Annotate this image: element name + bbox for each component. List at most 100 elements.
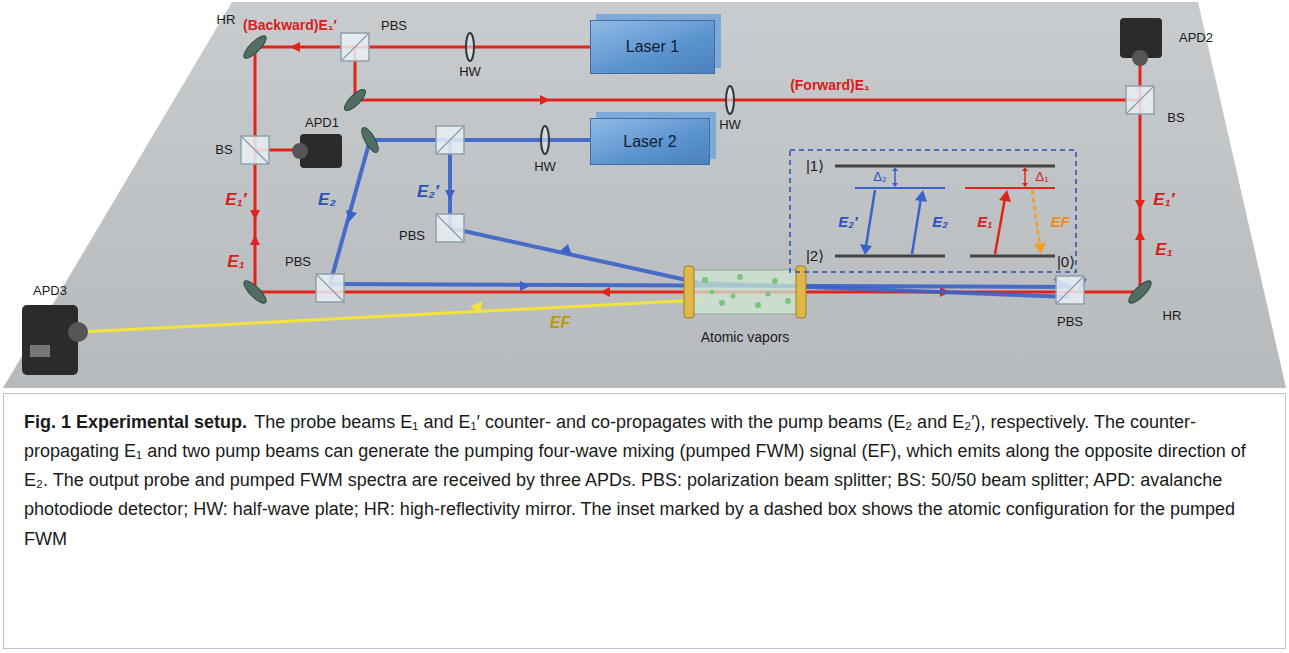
photodetector-part [1132,50,1148,66]
beam-arrowheads-part [346,210,357,222]
optical-table [3,2,1286,388]
transition-label: E₂′ [838,214,857,231]
component-label: BS [1167,111,1184,125]
energy-level-label: |2⟩ [806,248,824,265]
energy-level-inset-part-part [970,255,1055,258]
transition-label: EF [1050,214,1069,231]
beam-arrowheads [346,190,572,291]
photodetector-part [22,305,78,375]
beam-splitter-cube-part [436,126,464,154]
beam-splitter-cube-part [436,214,464,242]
probe-beam [255,47,1140,292]
beam-splitter-cube-part [316,274,344,302]
figure-caption: The probe beams E₁ and E₁′ counter- and … [24,412,1246,549]
laser-label: Laser 1 [626,38,679,56]
component-label: APD2 [1179,31,1213,45]
beam-label: (Backward)E₁′ [243,18,337,33]
beam-splitter-cube-part [316,274,344,302]
pump-beam-part [450,228,700,283]
beam-splitter-cube-part [1126,86,1154,114]
energy-level-inset-part [894,170,896,184]
component-label: HR [1163,309,1182,323]
atomic-vapor-cell-part-part [710,290,715,295]
energy-level-label: |1⟩ [806,158,824,175]
beam-arrowheads-part [290,42,300,52]
beam-arrowheads-part [560,244,572,256]
energy-level-inset-part [860,244,872,255]
beam-label: E₁ [227,253,244,272]
energy-level-inset-part-part [894,170,896,184]
beam-label: E₁′ [1153,191,1174,210]
transition-label: E₁ [977,214,992,231]
fwm-signal-beam-part [470,301,482,313]
energy-level-inset-part [965,187,1055,189]
beam-arrowheads-part [520,281,530,291]
component-label: BS [215,143,232,157]
photodetector [22,18,1162,375]
component-label: HR [217,13,236,27]
energy-level-inset-part [1022,167,1028,171]
energy-level-label: |0⟩ [1057,254,1075,271]
component-label: APD1 [305,116,339,130]
photodetector-part [292,143,308,159]
detuning-label: Δ₂ [873,170,887,184]
component-label: HW [719,118,741,132]
beam-label: E₂′ [417,183,439,202]
energy-level-inset-part [892,183,898,187]
beam-arrowheads [250,42,1145,297]
laser-box: Laser 2 [590,118,710,165]
beam-label: E₂ [318,191,336,210]
energy-level-inset [790,150,1076,272]
beam-arrowheads-part [540,95,550,105]
laser-box: Laser 1 [590,20,715,74]
half-wave-plate-part [541,126,549,154]
atomic-vapor-cell-part-part [719,300,725,306]
beam-arrowheads-part [250,210,260,220]
detuning-label: Δ₁ [1035,170,1048,184]
energy-level-inset-part [892,167,898,171]
half-wave-plate-part [466,33,474,61]
beam-splitter-cube-part [341,33,369,61]
laser-label: Laser 2 [623,133,676,151]
beam-splitter-cube-part [436,126,464,154]
beam-splitter-cube-part [436,214,464,242]
beam-label: (Forward)E₁ [790,78,870,93]
diagram-stage: Laser 1Laser 2(Backward)E₁′HRPBSHWAPD1BS… [0,0,1289,390]
component-label: PBS [285,255,311,269]
mirror-part [241,278,269,306]
beam-label: E₁′ [225,191,246,210]
component-label: PBS [399,229,425,243]
beam-splitter-cube-part [241,136,269,164]
component-label: Atomic vapors [701,330,790,345]
energy-level-inset-part [1032,190,1040,246]
component-label: HW [459,65,481,79]
photodetector-part [30,345,50,357]
component-label: APD3 [33,284,67,298]
probe-beam-part [355,99,1140,102]
beam-arrowheads-part [1135,230,1145,240]
atomic-vapor-cell-part [796,266,806,318]
energy-level-inset-part-part [835,165,1055,168]
energy-level-inset-part [912,198,921,254]
pump-beam-part [370,138,590,142]
component-label: PBS [1057,315,1083,329]
beam-label: E₁ [1155,241,1172,260]
atomic-vapor-cell-part-part [731,294,736,299]
energy-level-inset-part [866,190,875,246]
atomic-vapor-cell-part [684,266,694,318]
beam-arrowheads-part [445,190,455,200]
photodetector-part [68,322,88,342]
energy-level-inset-part [915,190,927,202]
beam-splitter-cube-part [1056,276,1084,304]
atomic-vapor-cell-part [702,274,791,308]
energy-level-inset-part [835,166,1055,256]
energy-level-inset-part [995,198,1005,254]
energy-level-inset-part-part [835,255,945,258]
fwm-signal-beam-part [80,300,700,332]
transition-label: E₂ [932,214,948,231]
beam-arrowheads-part [250,235,260,245]
mirror-part [241,33,269,61]
mirror-part [1126,278,1154,306]
atomic-vapor-cell-part-part [737,274,743,280]
